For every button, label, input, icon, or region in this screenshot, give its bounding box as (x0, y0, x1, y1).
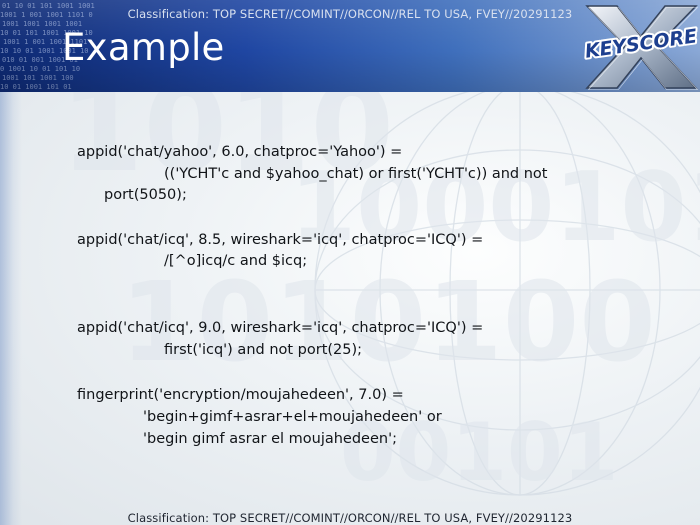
code-line-yahoo-3: port(5050); (104, 187, 187, 203)
svg-text:1001 1 001 1001 1101 0: 1001 1 001 1001 1101 0 (0, 11, 93, 19)
svg-text:10 01 101 1001 1001 10: 10 01 101 1001 1001 10 (0, 29, 93, 37)
svg-text:10 10 01 1001 1001 10: 10 10 01 1001 1001 10 (0, 47, 89, 55)
code-line-icq2-1: appid('chat/icq', 9.0, wireshark='icq', … (77, 320, 484, 336)
svg-text:01 10 01 101 1001 1001: 01 10 01 101 1001 1001 (2, 2, 95, 10)
svg-text:10 01 1001 101 01: 10 01 1001 101 01 (0, 83, 72, 91)
svg-text:1001 1 001 1001 1101: 1001 1 001 1001 1101 (3, 38, 87, 46)
svg-text:1001 1001 1001 1001: 1001 1001 1001 1001 (2, 20, 82, 28)
svg-text:010 01 001 1001 01: 010 01 001 1001 01 (2, 56, 78, 64)
svg-text:0 1001 10 01 101 10: 0 1001 10 01 101 10 (0, 65, 80, 73)
binary-pattern-decoration: 01 10 01 101 1001 1001 1001 1 001 1001 1… (0, 0, 130, 92)
left-edge-glow (0, 92, 22, 525)
code-line-yahoo-1: appid('chat/yahoo', 6.0, chatproc='Yahoo… (77, 144, 403, 160)
keyscore-x-logo-icon: KEYSCORE KEYSCORE (583, 5, 700, 90)
code-line-icq1-1: appid('chat/icq', 8.5, wireshark='icq', … (77, 232, 484, 248)
code-line-icq2-2: first('icq') and not port(25); (164, 342, 363, 358)
code-line-fingerprint-3: 'begin gimf asrar el moujahedeen'; (143, 431, 397, 447)
classification-banner-top: Classification: TOP SECRET//COMINT//ORCO… (127, 7, 573, 21)
classification-banner-bottom: Classification: TOP SECRET//COMINT//ORCO… (127, 511, 573, 525)
header-band: 01 10 01 101 1001 1001 1001 1 001 1001 1… (0, 0, 700, 92)
code-line-fingerprint-1: fingerprint('encryption/moujahedeen', 7.… (77, 387, 404, 403)
code-line-icq1-2: /[^o]icq/c and $icq; (164, 253, 308, 269)
slide-title: Example (62, 26, 225, 69)
code-line-yahoo-2: (('YCHT'c and $yahoo_chat) or first('YCH… (164, 166, 548, 182)
header-shade (0, 0, 700, 92)
code-line-fingerprint-2: 'begin+gimf+asrar+el+moujahedeen' or (143, 409, 442, 425)
svg-text:1001 101 1001 100: 1001 101 1001 100 (2, 74, 74, 82)
